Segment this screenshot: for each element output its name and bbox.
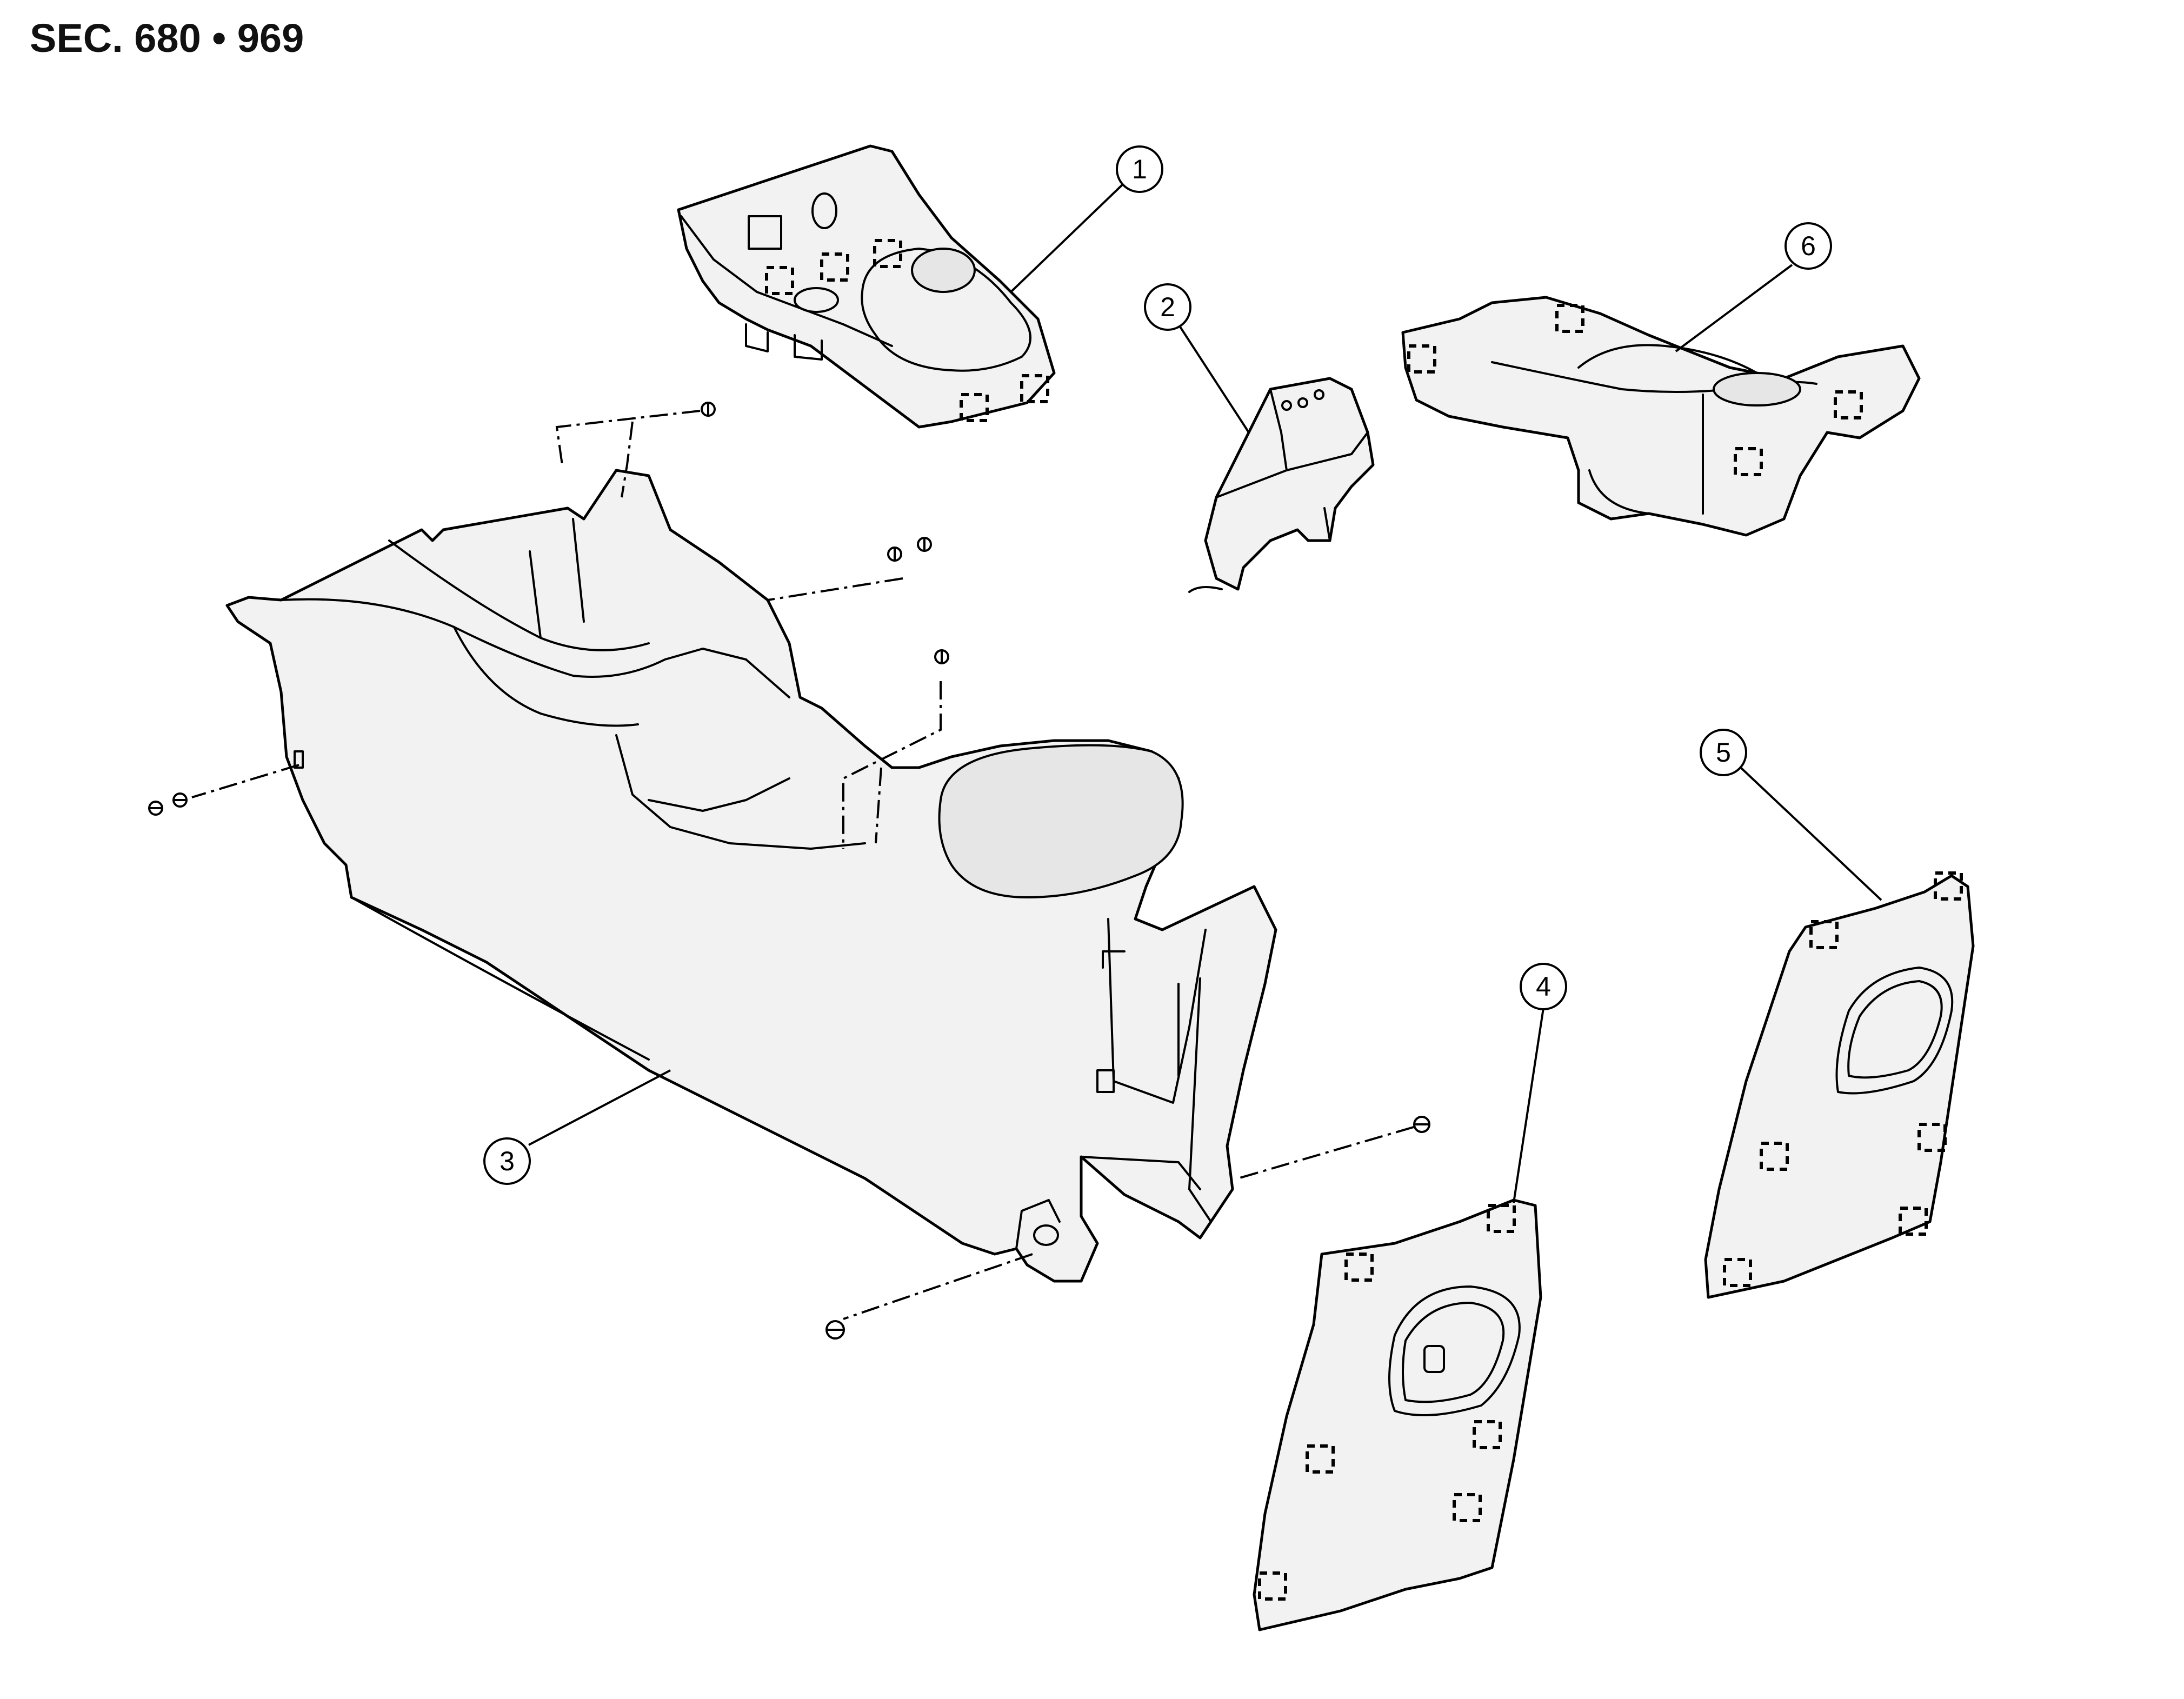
callout-1-label: 1: [1132, 154, 1147, 184]
callout-6: 6: [1785, 222, 1832, 270]
screw-icon: [825, 1320, 845, 1340]
callout-2-label: 2: [1160, 292, 1175, 322]
part-1-shift-finisher: [677, 144, 1056, 429]
part-2-bracket: [1188, 377, 1375, 593]
callout-3-label: 3: [500, 1146, 515, 1176]
callout-1: 1: [1116, 145, 1163, 193]
screw-icon: [934, 649, 949, 664]
section-title: SEC. 680 • 969: [30, 16, 304, 61]
callout-5: 5: [1700, 729, 1747, 776]
screw-icon: [887, 547, 902, 562]
screw-icons: [148, 402, 1430, 1340]
callout-6-label: 6: [1801, 231, 1816, 261]
callout-3: 3: [483, 1137, 531, 1185]
screw-icon: [701, 402, 716, 417]
callout-leaders: [528, 183, 1882, 1203]
assembly-lines: [191, 410, 1414, 1320]
callout-4: 4: [1520, 963, 1567, 1010]
part-4-side-finisher-left: [1253, 1198, 1542, 1631]
callout-5-label: 5: [1716, 737, 1731, 768]
callout-2: 2: [1144, 283, 1191, 331]
part-6-cup-holder-finisher: [1401, 296, 1921, 537]
screw-icon: [172, 792, 188, 808]
screw-icon: [1413, 1116, 1430, 1133]
callout-4-label: 4: [1536, 971, 1551, 1002]
part-3-console-body: [225, 469, 1277, 1283]
part-5-side-finisher-right: [1704, 871, 1975, 1299]
screw-icon: [148, 801, 163, 816]
screw-icon: [917, 537, 932, 552]
